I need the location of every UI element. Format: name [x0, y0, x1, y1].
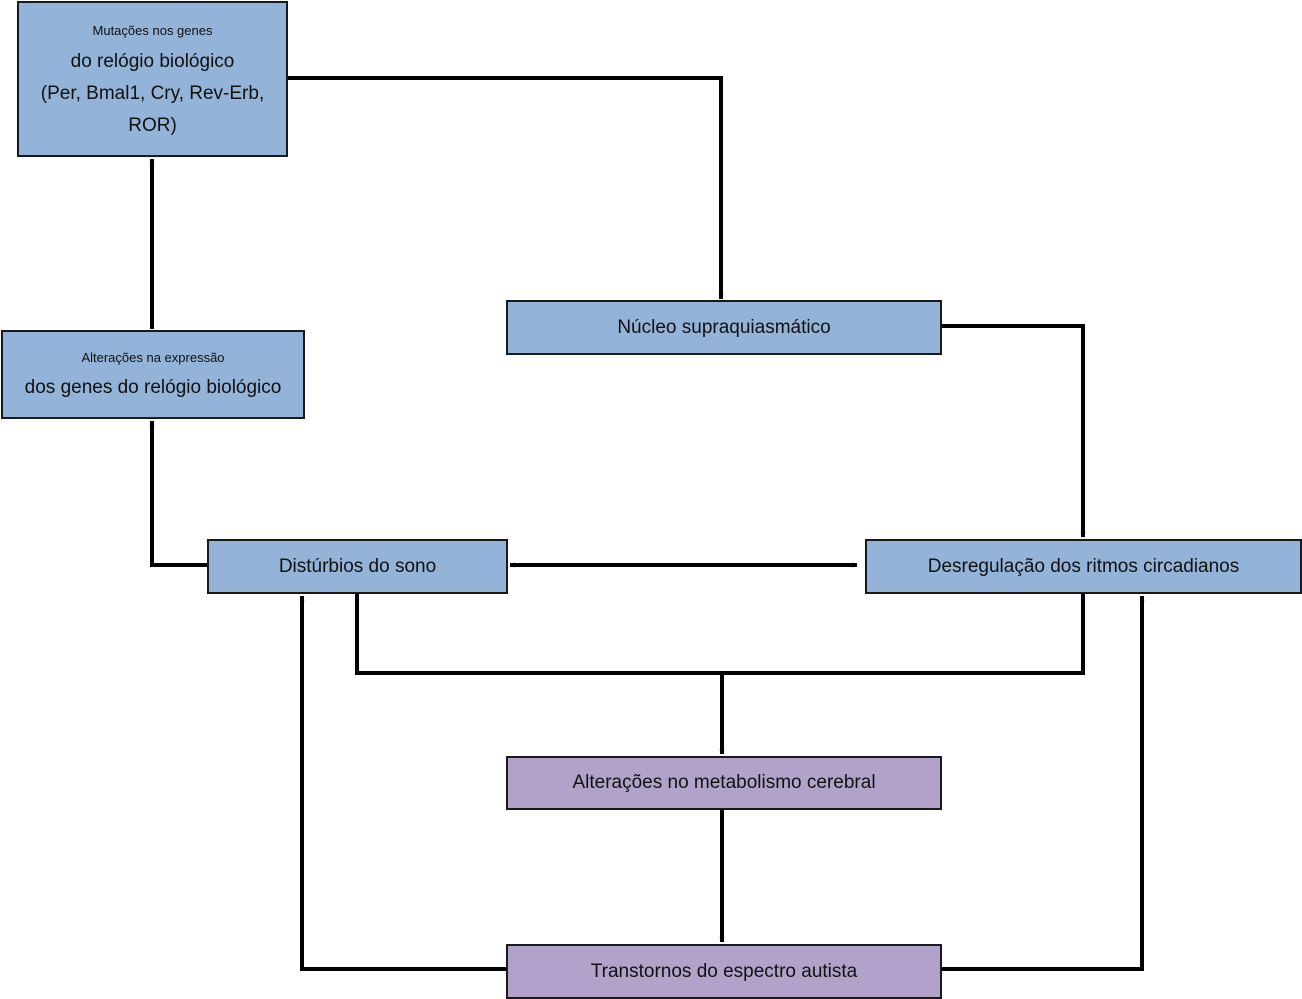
node-autism-spectrum: Transtornos do espectro autista	[506, 944, 942, 999]
node-clock-gene-expression-line-2: dos genes do relógio biológico	[24, 377, 282, 398]
edge-sleep-to-expression	[149, 420, 207, 567]
node-sleep-disorders: Distúrbios do sono	[207, 539, 508, 594]
node-clock-gene-mutations-line-2: do relógio biológico	[70, 50, 235, 72]
node-circadian-dysregulation-label: Desregulação dos ritmos circadianos	[927, 555, 1240, 577]
edge-scn-to-circadian	[942, 324, 1086, 538]
node-clock-gene-expression-line-1: Alterações na expressão	[81, 350, 225, 365]
node-sleep-disorders-label: Distúrbios do sono	[278, 555, 437, 577]
edge-sleep-to-merge	[355, 594, 722, 675]
node-clock-gene-mutations-line-4: ROR)	[128, 114, 177, 136]
edge-autism-to-sleep	[299, 595, 506, 971]
node-clock-gene-mutations-line-3: (Per, Bmal1, Cry, Rev-Erb,	[40, 82, 265, 104]
edge-autism-to-circadian	[942, 595, 1145, 971]
node-clock-gene-mutations-line-1: Mutações nos genes	[92, 22, 213, 38]
node-suprachiasmatic-nucleus-label: Núcleo supraquiasmático	[617, 316, 831, 338]
node-circadian-dysregulation: Desregulação dos ritmos circadianos	[865, 539, 1302, 594]
node-clock-gene-mutations: Mutações nos genes do relógio biológico …	[17, 1, 288, 157]
node-autism-spectrum-label: Transtornos do espectro autista	[590, 960, 858, 982]
node-brain-metabolism: Alterações no metabolismo cerebral	[506, 756, 942, 810]
node-brain-metabolism-label: Alterações no metabolismo cerebral	[572, 772, 876, 793]
node-suprachiasmatic-nucleus: Núcleo supraquiasmático	[506, 300, 942, 355]
edge-circadian-to-merge	[722, 594, 1085, 675]
node-clock-gene-expression: Alterações na expressão dos genes do rel…	[1, 330, 305, 419]
edge-mutations-to-scn	[288, 76, 724, 300]
